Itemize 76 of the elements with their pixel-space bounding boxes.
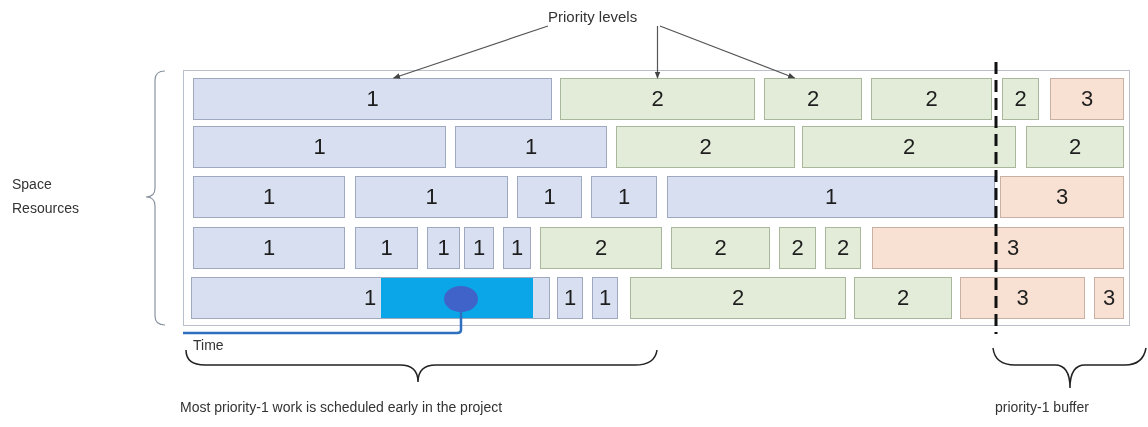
priority-number: 3 <box>1055 184 1069 210</box>
task-block <box>591 176 657 218</box>
priority-number: 1 <box>366 86 379 112</box>
priority-number: 2 <box>896 285 910 311</box>
priority-number: 1 <box>313 134 326 160</box>
callout-text: Priority levels <box>548 8 638 25</box>
priority-number: 1 <box>380 235 393 261</box>
task-block <box>517 176 582 218</box>
priority-number: 2 <box>1014 86 1027 112</box>
task-block <box>427 227 460 269</box>
task-block <box>503 227 531 269</box>
task-block <box>193 78 552 120</box>
priority-number: 3 <box>1016 285 1029 311</box>
arrow <box>659 25 796 79</box>
task-block <box>802 126 1016 168</box>
task-block <box>960 277 1085 319</box>
arrow <box>654 25 661 79</box>
priority-number: 2 <box>731 285 745 311</box>
task-block <box>1050 78 1124 120</box>
priority-number: 2 <box>925 86 938 112</box>
priority-number: 1 <box>617 184 631 210</box>
priority-number: 2 <box>714 235 727 261</box>
priority-number: 1 <box>543 184 556 210</box>
priority-number: 1 <box>262 184 276 210</box>
task-block <box>540 227 662 269</box>
task-block <box>355 176 508 218</box>
task-block <box>1002 78 1039 120</box>
task-block <box>193 176 345 218</box>
task-block <box>592 277 618 319</box>
priority-number: 1 <box>510 235 524 261</box>
task-block <box>616 126 795 168</box>
priority-number: 3 <box>1007 235 1020 261</box>
priority-number: 1 <box>563 285 577 311</box>
task-block <box>1000 176 1124 218</box>
priority-number: 2 <box>836 235 850 261</box>
task-block <box>557 277 583 319</box>
priority-number: 3 <box>1080 86 1094 112</box>
brace-caption: Most priority-1 work is scheduled early in the project <box>180 398 504 416</box>
priority-number: 1 <box>425 184 438 210</box>
task-block <box>671 227 770 269</box>
task-block <box>193 227 345 269</box>
priority-number: 1 <box>364 285 377 311</box>
priority-number: 1 <box>262 235 276 261</box>
priority-number: 2 <box>699 134 712 160</box>
axis-label: Space Resources <box>12 175 80 218</box>
brace-caption: priority-1 buffer <box>995 398 1090 416</box>
task-block <box>872 227 1124 269</box>
task-block <box>455 126 607 168</box>
priority-number: 2 <box>594 235 608 261</box>
priority-number: 1 <box>437 235 450 261</box>
task-block <box>560 78 755 120</box>
task-block <box>871 78 992 120</box>
schedule-frame <box>183 70 1130 326</box>
task-block <box>854 277 952 319</box>
priority-number: 1 <box>524 134 538 160</box>
priority-number: 2 <box>806 86 820 112</box>
priority-number: 2 <box>902 134 916 160</box>
task-block <box>779 227 816 269</box>
priority-number: 1 <box>824 184 838 210</box>
priority-number: 2 <box>791 235 804 261</box>
task-block <box>355 227 418 269</box>
priority-number: 2 <box>1068 134 1082 160</box>
priority-number: 1 <box>472 235 486 261</box>
axis-label: Time <box>193 336 225 354</box>
task-block <box>630 277 846 319</box>
task-block <box>764 78 862 120</box>
task-block <box>1026 126 1124 168</box>
priority-number: 2 <box>651 86 664 112</box>
task-block <box>1094 277 1124 319</box>
arrow <box>392 25 549 79</box>
task-block <box>667 176 995 218</box>
task-block <box>825 227 861 269</box>
priority-number: 3 <box>1102 285 1116 311</box>
task-block <box>464 227 494 269</box>
priority-number: 1 <box>598 285 612 311</box>
task-block <box>193 126 446 168</box>
